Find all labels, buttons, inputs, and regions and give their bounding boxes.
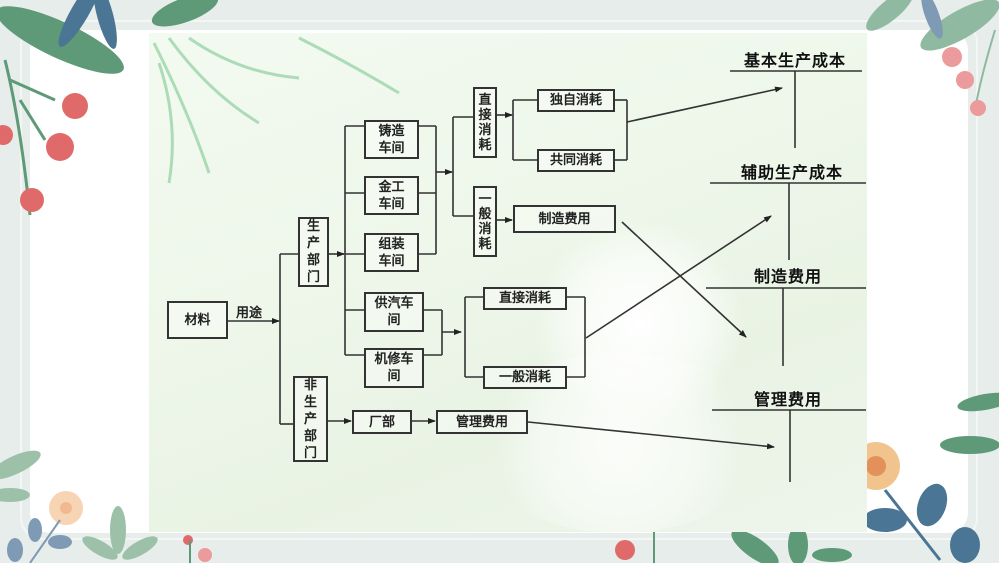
factory-dept-label: 厂部 — [368, 414, 395, 430]
production-dept-box: 生 产 部 门 — [298, 217, 329, 287]
material-label: 材料 — [184, 312, 211, 328]
willow-decoration-icon — [152, 36, 400, 184]
admin-expense-box: 管理费用 — [436, 410, 528, 434]
general-consumption-label: 一 般 消 耗 — [478, 191, 492, 252]
usage-label: 用途 — [236, 306, 263, 321]
non-production-dept-label: 非 生 产 部 门 — [303, 377, 317, 461]
direct-consumption-box: 直 接 消 耗 — [473, 87, 497, 158]
steam-workshop-box: 供汽车 间 — [364, 292, 424, 332]
t-account-mfg-overhead: 制造费用 — [754, 267, 823, 286]
individual-consumption-label: 独自消耗 — [549, 93, 602, 108]
lotus-decoration — [469, 353, 769, 532]
metalwork-workshop-label: 金工 车间 — [378, 179, 405, 212]
t-account-aux-production-cost: 辅助生产成本 — [741, 163, 844, 182]
factory-dept-box: 厂部 — [352, 410, 412, 434]
repair-workshop-label: 机修车 间 — [374, 352, 414, 384]
shared-consumption-label: 共同消耗 — [549, 153, 602, 168]
general-consumption-box: 一 般 消 耗 — [473, 186, 497, 257]
assembly-workshop-label: 组装 车间 — [378, 236, 405, 269]
direct-consumption-label: 直 接 消 耗 — [478, 92, 492, 153]
mfg-overhead-box: 制造费用 — [513, 205, 616, 233]
aux-general-consumption-label: 一般消耗 — [498, 370, 551, 385]
casting-workshop-box: 铸造 车间 — [364, 120, 419, 159]
steam-workshop-label: 供汽车 间 — [374, 296, 414, 328]
t-account-admin-expense: 管理费用 — [754, 390, 823, 409]
material-box: 材料 — [167, 301, 228, 339]
mfg-overhead-label: 制造费用 — [538, 211, 591, 227]
frame-border — [20, 20, 978, 540]
shared-consumption-box: 共同消耗 — [537, 149, 615, 172]
casting-workshop-label: 铸造 车间 — [378, 123, 405, 156]
assembly-workshop-box: 组装 车间 — [364, 233, 419, 272]
t-account-basic-production-cost: 基本生产成本 — [744, 51, 847, 70]
aux-general-consumption-box: 一般消耗 — [483, 366, 567, 389]
non-production-dept-box: 非 生 产 部 门 — [293, 376, 328, 462]
individual-consumption-box: 独自消耗 — [537, 89, 615, 112]
admin-expense-label: 管理费用 — [455, 414, 508, 430]
aux-direct-consumption-label: 直接消耗 — [498, 291, 551, 306]
aux-direct-consumption-box: 直接消耗 — [483, 287, 567, 310]
metalwork-workshop-box: 金工 车间 — [364, 176, 419, 215]
repair-workshop-box: 机修车 间 — [364, 348, 424, 388]
production-dept-label: 生 产 部 门 — [306, 219, 320, 285]
